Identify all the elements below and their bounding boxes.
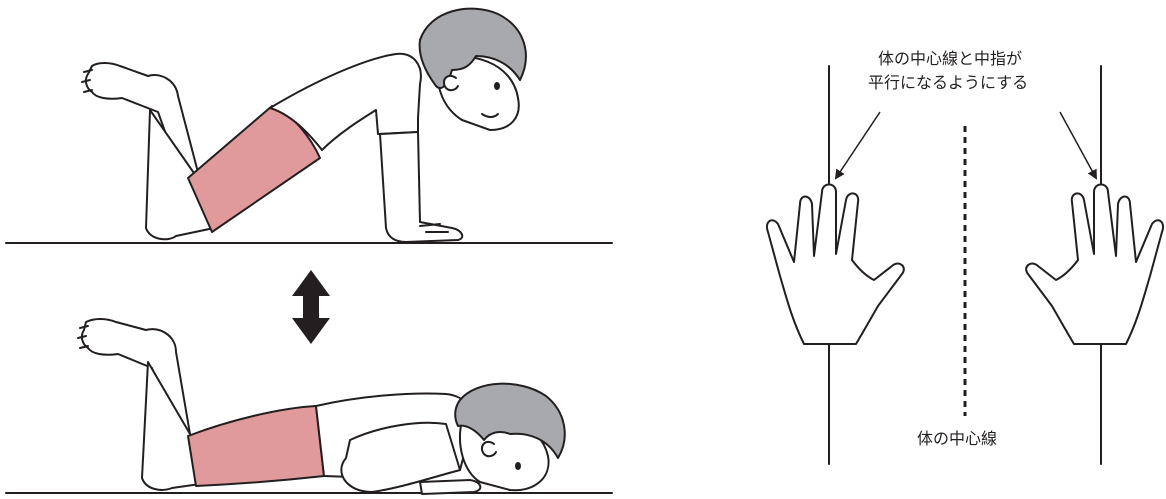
- instruction-text-line-2: 平行になるようにする: [868, 72, 1028, 94]
- instruction-text-line-1: 体の中心線と中指が: [878, 48, 1022, 70]
- ear-lower: [482, 442, 496, 456]
- eye-upper: [494, 82, 500, 90]
- pushup-down-position: [6, 319, 612, 494]
- shorts-lower: [188, 406, 324, 486]
- centerline-label: 体の中心線: [917, 428, 997, 450]
- left-hand-outline: [767, 185, 904, 345]
- right-hand-outline: [1026, 185, 1163, 345]
- pointer-arrow-icon: [836, 112, 880, 178]
- pointer-arrow-icon: [1060, 112, 1096, 178]
- hand-lower: [420, 480, 480, 494]
- double-vertical-arrow-icon: [292, 270, 330, 344]
- ear-upper: [444, 76, 458, 90]
- hand-alignment-diagram: [767, 66, 1163, 464]
- pushup-up-position: [6, 9, 612, 243]
- eye-lower: [515, 462, 521, 470]
